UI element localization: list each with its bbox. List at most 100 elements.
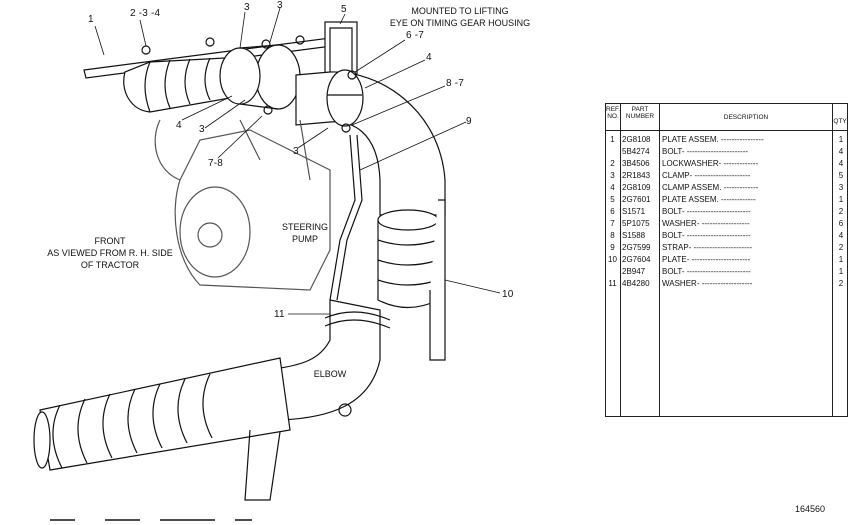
steering-pump-label-line1: STEERING: [281, 222, 328, 232]
parts-table: REF. NO. PART NUMBER DESCRIPTION QTY 1 2G…: [605, 103, 848, 417]
description-cell: BOLT- -----------------------: [662, 147, 749, 156]
callout-8-7: 8 -7: [446, 78, 465, 89]
center-clamp: [141, 35, 305, 115]
callout-3b: 3: [277, 0, 283, 11]
table-row: 10 2G7604 PLATE- ---------------------- 1: [606, 254, 847, 266]
ref-cell: 1: [610, 135, 615, 144]
part-number-cell: 2G8109: [622, 183, 651, 192]
callout-7-8: 7-8: [208, 158, 224, 169]
support-plate: [429, 199, 446, 361]
qty-cell: 2: [838, 243, 844, 252]
table-row: 4 2G8109 CLAMP ASSEM. ------------- 3: [606, 182, 847, 194]
description-cell: CLAMP ASSEM. -------------: [662, 183, 759, 192]
callout-3d: 3: [293, 146, 299, 157]
header-ref: REF. NO.: [606, 106, 621, 120]
elbow-pipe: [279, 299, 391, 421]
description-cell: BOLT- ------------------------: [662, 207, 751, 216]
qty-cell: 1: [838, 135, 844, 144]
callout-6-7: 6 -7: [406, 30, 425, 41]
description-cell: CLAMP- ---------------------: [662, 171, 751, 180]
callout-3a: 3: [244, 2, 250, 13]
callout-4b: 4: [176, 120, 182, 131]
mount-note-line1: MOUNTED TO LIFTING: [411, 6, 509, 16]
callout-5: 5: [341, 4, 347, 15]
description-cell: WASHER- -------------------: [662, 279, 753, 288]
description-cell: BOLT- ------------------------: [662, 231, 751, 240]
leader-lines: [94, 7, 501, 315]
muffler-cylinder: [377, 209, 439, 309]
part-number-cell: S1571: [622, 207, 646, 216]
part-number-cell: 2G7604: [622, 255, 651, 264]
mount-note-line2: EYE ON TIMING GEAR HOUSING: [389, 18, 531, 28]
table-row: 3 2R1843 CLAMP- --------------------- 5: [606, 170, 847, 182]
part-number-cell: 2G8108: [622, 135, 651, 144]
ref-cell: 6: [610, 207, 615, 216]
header-qty: QTY: [833, 118, 847, 125]
callout-2-3-4: 2 -3 -4: [130, 8, 161, 19]
callout-10: 10: [502, 289, 514, 300]
view-note-line3: OF TRACTOR: [80, 260, 140, 270]
air-intake-pipe: [123, 57, 231, 113]
drawing-number: 164560: [795, 504, 826, 514]
qty-cell: 4: [838, 231, 844, 240]
qty-cell: 2: [838, 207, 844, 216]
part-number-cell: 2R1843: [622, 171, 651, 180]
ref-cell: 5: [610, 195, 615, 204]
qty-cell: 5: [838, 171, 844, 180]
riser-pipe: [295, 69, 446, 216]
part-number-cell: 5P1075: [622, 219, 650, 228]
part-number-cell: 3B4506: [622, 159, 650, 168]
header-description: DESCRIPTION: [723, 114, 769, 121]
part-number-cell: S1588: [622, 231, 646, 240]
ref-cell: 9: [610, 243, 615, 252]
qty-cell: 1: [838, 195, 844, 204]
ref-cell: 8: [610, 231, 615, 240]
callout-9: 9: [466, 116, 472, 127]
qty-cell: 2: [838, 279, 844, 288]
table-row: 1 2G8108 PLATE ASSEM. ---------------- 1: [606, 134, 847, 146]
callout-11: 11: [274, 309, 285, 320]
ref-cell: 2: [610, 159, 615, 168]
ref-cell: 11: [608, 279, 617, 288]
description-cell: WASHER- ------------------: [662, 219, 750, 228]
description-cell: PLATE- ----------------------: [662, 255, 751, 264]
callout-4a: 4: [426, 52, 432, 63]
description-cell: LOCKWASHER- -------------: [662, 159, 759, 168]
ref-cell: 7: [610, 219, 615, 228]
table-row: 8 S1588 BOLT- ------------------------ 4: [606, 230, 847, 242]
callout-3c: 3: [199, 124, 205, 135]
description-cell: PLATE ASSEM. ----------------: [662, 135, 764, 144]
ref-cell: 4: [610, 183, 615, 192]
header-part-number: PART NUMBER: [625, 106, 655, 120]
table-row: 5 2G7601 PLATE ASSEM. ------------- 1: [606, 194, 847, 206]
part-number-cell: 2B947: [622, 267, 646, 276]
part-number-cell: 4B4280: [622, 279, 650, 288]
table-row: 9 2G7599 STRAP- ---------------------- 2: [606, 242, 847, 254]
view-note-line2: AS VIEWED FROM R. H. SIDE: [47, 248, 173, 258]
exhaust-tail-pipe: [33, 357, 291, 501]
callout-1: 1: [88, 14, 94, 25]
qty-cell: 1: [838, 255, 844, 264]
description-cell: PLATE ASSEM. -------------: [662, 195, 756, 204]
ref-cell: 10: [608, 255, 617, 264]
table-row: 6 S1571 BOLT- ------------------------ 2: [606, 206, 847, 218]
ref-cell: 3: [610, 171, 615, 180]
elbow-label: ELBOW: [313, 369, 347, 379]
description-cell: BOLT- ------------------------: [662, 267, 751, 276]
part-number-cell: 2G7599: [622, 243, 651, 252]
table-row: 11 4B4280 WASHER- ------------------- 2: [606, 278, 847, 290]
view-note-line1: FRONT: [94, 236, 126, 246]
part-number-cell: 2G7601: [622, 195, 651, 204]
steering-pump-label-line2: PUMP: [291, 234, 318, 244]
qty-cell: 1: [838, 267, 844, 276]
strap: [329, 134, 356, 301]
description-cell: STRAP- ----------------------: [662, 243, 753, 252]
qty-cell: 3: [838, 183, 844, 192]
table-row: 2B947 BOLT- ------------------------ 1: [606, 266, 847, 278]
qty-cell: 4: [838, 147, 844, 156]
